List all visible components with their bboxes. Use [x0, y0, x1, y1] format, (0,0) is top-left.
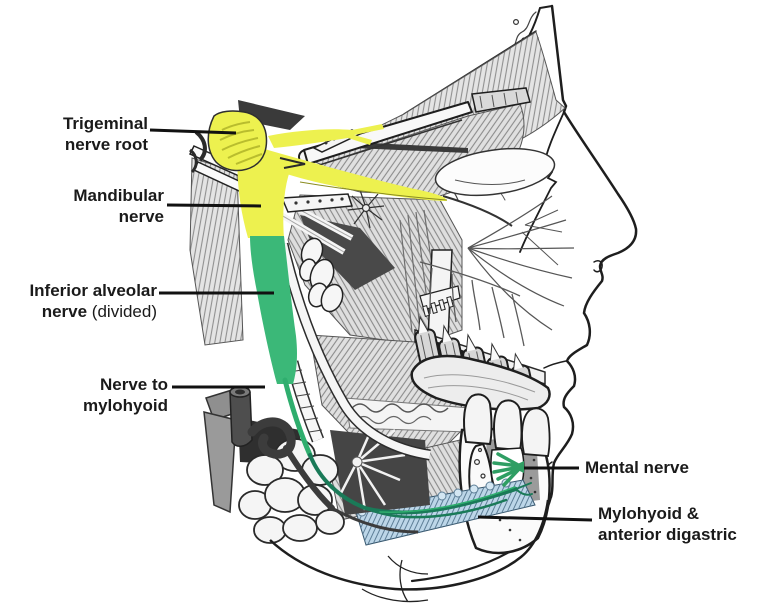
pointer-mandibular-nerve [166, 203, 262, 208]
label-line: nerve [118, 207, 164, 226]
label-line: mylohyoid [82, 396, 168, 415]
label-line: Inferior alveolar [29, 281, 157, 300]
label-mandibular-nerve: Mandibular nerve [24, 185, 164, 227]
label-mental-nerve: Mental nerve [585, 457, 715, 478]
ganglion-hatching [219, 121, 263, 165]
superior-dental-twigs [419, 261, 525, 347]
label-line: Trigeminal [62, 114, 148, 133]
inferior-alveolar-nerve-highlight [250, 236, 297, 384]
zygomatic-arch [298, 87, 531, 169]
lower-neck-structures [203, 386, 550, 603]
label-line: Mylohyoid & [598, 504, 700, 523]
pointer-mylohyoid-anterior-digastric [477, 515, 593, 522]
tongue [410, 354, 551, 411]
label-mylohyoid-anterior-digastric: Mylohyoid & anterior digastric [598, 503, 768, 545]
label-line: nerve (divided) [41, 302, 157, 321]
trigeminal-highlight-group [207, 110, 448, 238]
label-line: nerve root [64, 135, 148, 154]
upper-jaw [410, 315, 551, 411]
pointer-trigeminal-nerve-root [149, 128, 237, 135]
mental-nerve-highlight [492, 452, 524, 487]
deep-structures [280, 129, 556, 341]
starburst-submandibular [338, 427, 406, 511]
facial-nerve-branches [467, 195, 575, 331]
starburst-upper [347, 189, 385, 229]
mandibular-nerve-highlight [237, 150, 292, 238]
label-trigeminal-nerve-root: Trigeminal nerve root [8, 113, 148, 155]
label-line: anterior digastric [598, 525, 737, 544]
nerve-to-mylohyoid-highlight [282, 377, 533, 519]
label-line: Mandibular [73, 186, 164, 205]
pointer-lines [149, 128, 593, 522]
trigeminal-ganglion-highlight [207, 110, 268, 172]
label-line: Nerve to [99, 375, 168, 394]
jaw-bottom-outline [269, 499, 550, 591]
label-line: Mental nerve [585, 458, 689, 477]
lingual-nerve-band [277, 242, 431, 461]
lower-teeth [463, 393, 551, 457]
maxillary-branch-highlight [262, 148, 447, 201]
label-inferior-alveolar-nerve: Inferior alveolar nerve (divided) [0, 280, 157, 322]
label-nerve-to-mylohyoid: Nerve to mylohyoid [28, 374, 168, 416]
mandible-section [458, 393, 551, 555]
submandibular-gland [238, 438, 345, 544]
ophthalmic-branch-highlight [268, 124, 384, 148]
